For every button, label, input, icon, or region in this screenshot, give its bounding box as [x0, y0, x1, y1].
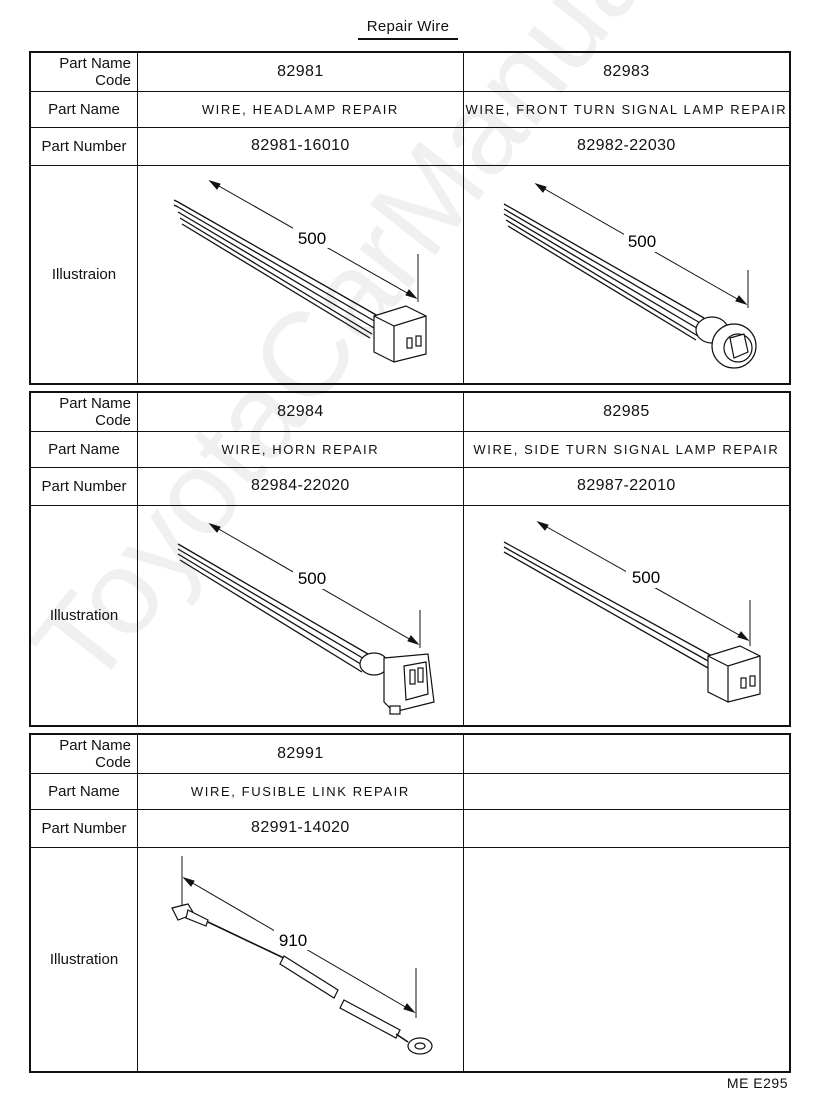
- label-illustration: Illustration: [31, 504, 138, 725]
- parts-block-1: Part Name Code 82981 82983 Part Name WIR…: [29, 51, 791, 385]
- fusible-link-wire-illustration: 910: [171, 856, 433, 1055]
- label-part-name-code: Part Name Code: [31, 393, 138, 432]
- part-code: [462, 735, 789, 774]
- illustration-horn-wire: 500: [137, 504, 464, 725]
- horn-wire-illustration: 500: [177, 523, 435, 715]
- illustration-headlamp-wire: 500: [137, 164, 464, 383]
- dimension-label: 500: [632, 568, 660, 587]
- label-part-number: Part Number: [31, 466, 138, 506]
- part-number: 82982-22030: [462, 126, 789, 166]
- part-number: 82984-22020: [137, 466, 464, 506]
- part-code: 82983: [462, 53, 789, 92]
- illustration-side-turn-signal-wire: 500: [462, 504, 789, 725]
- dimension-label: 500: [628, 232, 656, 251]
- part-name: WIRE, FRONT TURN SIGNAL LAMP REPAIR: [462, 90, 789, 128]
- label-illustration: Illustraion: [31, 164, 138, 383]
- part-name: WIRE, FUSIBLE LINK REPAIR: [137, 772, 464, 810]
- label-part-name-code: Part Name Code: [31, 735, 138, 774]
- headlamp-wire-illustration: 500: [173, 180, 427, 363]
- part-code: 82985: [462, 393, 789, 432]
- dimension-label: 910: [279, 931, 307, 950]
- label-part-name-code: Part Name Code: [31, 53, 138, 92]
- part-code: 82984: [137, 393, 464, 432]
- part-name: WIRE, HEADLAMP REPAIR: [137, 90, 464, 128]
- illustration-empty: [462, 846, 789, 1071]
- label-part-name: Part Name: [31, 90, 138, 128]
- parts-block-3: Part Name Code 82991 Part Name WIRE, FUS…: [29, 733, 791, 1073]
- part-name: WIRE, SIDE TURN SIGNAL LAMP REPAIR: [462, 430, 789, 468]
- illustration-front-turn-signal-wire: 500: [462, 164, 789, 383]
- label-illustration: Illustration: [31, 846, 138, 1071]
- part-number: [462, 808, 789, 848]
- dimension-label: 500: [298, 229, 326, 248]
- side-turn-signal-wire-illustration: 500: [503, 521, 761, 703]
- label-part-name: Part Name: [31, 430, 138, 468]
- part-code: 82981: [137, 53, 464, 92]
- page-title: Repair Wire: [358, 18, 458, 40]
- part-code: 82991: [137, 735, 464, 774]
- label-part-name: Part Name: [31, 772, 138, 810]
- illustration-fusible-link-wire: 910: [137, 846, 464, 1071]
- part-name: [462, 772, 789, 810]
- page-code: ME E295: [726, 1075, 788, 1091]
- part-name: WIRE, HORN REPAIR: [137, 430, 464, 468]
- dimension-label: 500: [298, 569, 326, 588]
- label-part-number: Part Number: [31, 126, 138, 166]
- parts-block-2: Part Name Code 82984 82985 Part Name WIR…: [29, 391, 791, 727]
- part-number: 82981-16010: [137, 126, 464, 166]
- part-number: 82987-22010: [462, 466, 789, 506]
- label-part-number: Part Number: [31, 808, 138, 848]
- front-turn-signal-wire-illustration: 500: [503, 183, 757, 369]
- part-number: 82991-14020: [137, 808, 464, 848]
